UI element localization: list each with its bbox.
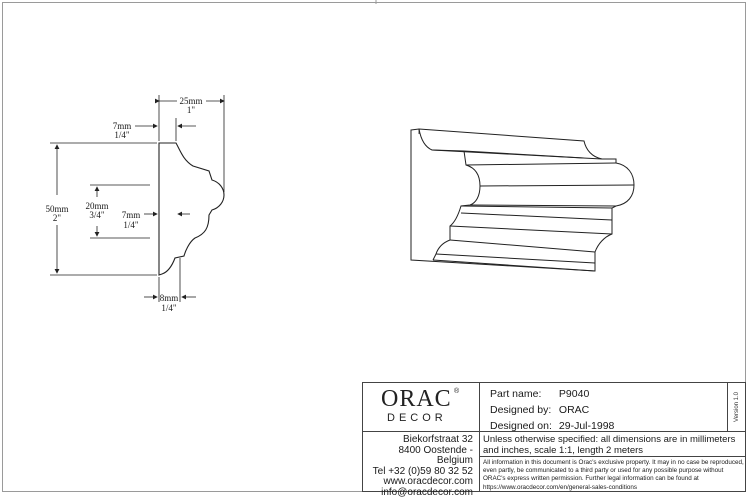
dim-top-offset-mm: 7mm <box>113 121 132 131</box>
dim-mid-offset-mm: 7mm <box>122 210 141 220</box>
address-phone: Tel +32 (0)59 80 32 52 <box>372 465 473 477</box>
logo-registered-mark: ® <box>454 388 460 395</box>
company-address: Biekorfstraat 32 8400 Oostende - Belgium… <box>362 432 480 498</box>
address-city: 8400 Oostende - Belgium <box>398 444 474 467</box>
legal-notice: All information in this document is Orac… <box>480 457 746 492</box>
version-label: Version 1.0 <box>733 391 740 423</box>
dim-width-in: 1" <box>187 105 196 115</box>
designed-on-value: 29-Jul-1998 <box>558 420 615 432</box>
part-name-value: P9040 <box>558 388 590 400</box>
title-block: ORAC ® DECOR Biekorfstraat 32 8400 Ooste… <box>362 382 746 498</box>
dim-bottom-offset-in: 1/4" <box>161 303 177 313</box>
dim-mid-offset-in: 1/4" <box>123 220 139 230</box>
designed-on-row: Designed on: 29-Jul-1998 <box>490 420 614 432</box>
orac-decor-logo: ORAC ® DECOR <box>362 382 480 432</box>
designed-on-label: Designed on: <box>490 420 552 432</box>
address-email: info@oracdecor.com <box>381 486 473 498</box>
part-name-label: Part name: <box>490 388 542 400</box>
designed-by-row: Designed by: ORAC <box>490 404 589 416</box>
dim-mid-height-mm: 20mm <box>85 201 108 211</box>
part-name-row: Part name: P9040 <box>490 388 589 400</box>
moulding-3d-view <box>410 128 635 272</box>
specification-note: Unless otherwise specified: all dimensio… <box>480 432 746 457</box>
version-cell: Version 1.0 <box>728 382 746 432</box>
address-website: www.oracdecor.com <box>383 476 473 488</box>
dim-height-in: 2" <box>53 213 62 223</box>
dim-height-mm: 50mm <box>45 204 68 214</box>
designed-by-value: ORAC <box>558 404 590 416</box>
part-info: Part name: P9040 Designed by: ORAC Desig… <box>480 382 728 432</box>
address-street: Biekorfstraat 32 <box>402 434 473 445</box>
logo-subtitle: DECOR <box>387 412 447 424</box>
designed-by-label: Designed by: <box>490 404 552 416</box>
profile-section <box>158 142 225 276</box>
dim-mid-height-in: 3/4" <box>89 210 105 220</box>
logo-word: ORAC <box>381 386 452 412</box>
dim-bottom-offset-mm: 8mm <box>160 293 179 303</box>
dim-width-mm: 25mm <box>179 96 202 106</box>
dim-top-offset-in: 1/4" <box>114 130 130 140</box>
